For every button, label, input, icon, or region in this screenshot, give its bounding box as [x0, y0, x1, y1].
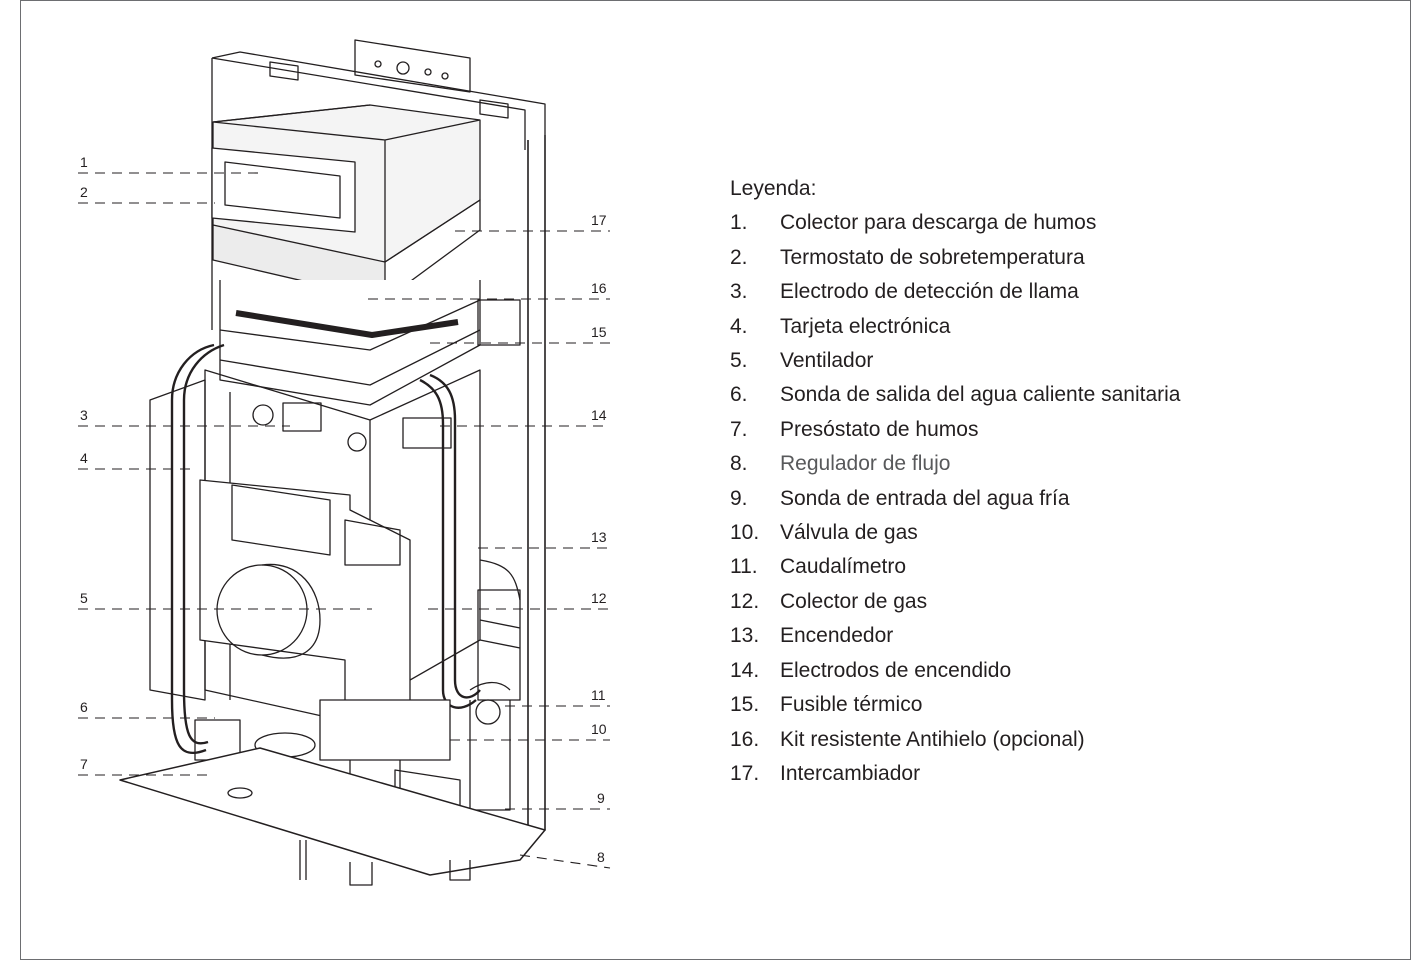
legend-item: 11. Caudalímetro: [730, 550, 1390, 584]
legend-item-number: 12.: [730, 589, 760, 613]
legend-item-number: 7.: [730, 417, 748, 441]
legend-item-text: Encendedor: [780, 624, 894, 648]
bottom-tray: [119, 747, 546, 876]
legend-item-number: 1.: [730, 211, 748, 235]
legend-item-number: 6.: [730, 383, 748, 407]
legend-item-text: Termostato de sobretemperatura: [780, 245, 1085, 269]
callout-14: 14: [591, 407, 607, 423]
callout-15: 15: [591, 324, 607, 340]
legend-item-text: Caudalímetro: [780, 555, 907, 579]
legend-item-number: 2.: [730, 245, 748, 269]
legend-item: 17. Intercambiador: [730, 757, 1390, 791]
legend-item: 7. Presóstato de humos: [730, 413, 1390, 447]
legend-item: 1. Colector para descarga de humos: [730, 206, 1390, 240]
legend-item-number: 5.: [730, 349, 748, 373]
legend-item: 6. Sonda de salida del agua caliente sani…: [730, 378, 1390, 412]
legend-item-number: 13.: [730, 624, 760, 648]
legend-item: 5. Ventilador: [730, 344, 1390, 378]
legend-item-text: Sonda de entrada del agua fría: [780, 486, 1070, 510]
legend-item-number: 17.: [730, 761, 760, 785]
legend-title: Leyenda:: [730, 177, 817, 200]
callout-11: 11: [591, 687, 606, 703]
legend-item: 15. Fusible térmico: [730, 688, 1390, 722]
legend-item-number: 9.: [730, 486, 748, 510]
legend-item-text: Fusible térmico: [780, 693, 923, 717]
legend-item-text: Sonda de salida del agua caliente sanita…: [780, 383, 1181, 407]
legend-item-text: Electrodos de encendido: [780, 658, 1012, 682]
callout-6: 6: [80, 699, 88, 715]
callout-4: 4: [80, 450, 88, 466]
legend-item-text: Intercambiador: [780, 761, 921, 785]
legend-item: 4. Tarjeta electrónica: [730, 310, 1390, 344]
callout-13: 13: [591, 529, 607, 545]
mounting-bracket: [354, 39, 471, 93]
legend-item-text: Electrodo de detección de llama: [780, 280, 1079, 304]
legend-item-number: 10.: [730, 521, 760, 545]
callout-8: 8: [597, 849, 605, 865]
legend-item-text: Válvula de gas: [780, 521, 918, 545]
legend-item-number: 3.: [730, 280, 748, 304]
callout-17: 17: [591, 212, 607, 228]
boiler-illustration: [119, 39, 546, 886]
callout-1: 1: [80, 154, 88, 170]
legend-item: 13. Encendedor: [730, 619, 1390, 653]
callout-2: 2: [80, 184, 88, 200]
legend-item-text: Regulador de flujo: [780, 452, 951, 476]
callout-10: 10: [591, 721, 607, 737]
legend-item-number: 8.: [730, 452, 748, 476]
callout-lines: [78, 172, 611, 869]
callout-9: 9: [597, 790, 605, 806]
legend-item-text: Presóstato de humos: [780, 417, 979, 441]
callout-7: 7: [80, 756, 88, 772]
legend-item: 3. Electrodo de detección de llama: [730, 275, 1390, 309]
callout-16: 16: [591, 280, 607, 296]
legend-item: 10. Válvula de gas: [730, 516, 1390, 550]
legend-item-number: 15.: [730, 693, 760, 717]
legend-item-number: 4.: [730, 314, 748, 338]
legend-item: 9. Sonda de entrada del agua fría: [730, 482, 1390, 516]
legend-item: 2. Termostato de sobretemperatura: [730, 241, 1390, 275]
callout-labels: 1 2 3 4 5 6 7 17 16 15 14 13 12 11 10 9 …: [80, 154, 607, 865]
legend-item-text: Colector para descarga de humos: [780, 211, 1097, 235]
legend-item-number: 16.: [730, 727, 760, 751]
legend-item: 12. Colector de gas: [730, 585, 1390, 619]
callout-12: 12: [591, 590, 607, 606]
legend-item-text: Colector de gas: [780, 589, 928, 613]
callout-3: 3: [80, 407, 88, 423]
legend: Leyenda: 1. Colector para descarga de hum…: [730, 172, 1390, 791]
legend-item-number: 14.: [730, 658, 760, 682]
legend-item: 16. Kit resistente Antihielo (opcional): [730, 723, 1390, 757]
legend-item-number: 11.: [730, 555, 758, 579]
legend-list: 1. Colector para descarga de humos 2. Termo…: [730, 206, 1390, 791]
legend-item-text: Tarjeta electrónica: [780, 314, 951, 338]
callout-5: 5: [80, 590, 88, 606]
legend-item-text: Ventilador: [780, 349, 874, 373]
legend-item: 14. Electrodos de encendido: [730, 654, 1390, 688]
right-side-panel: [527, 135, 546, 836]
legend-item: 8. Regulador de flujo: [730, 447, 1390, 481]
legend-item-text: Kit resistente Antihielo (opcional): [780, 727, 1085, 751]
flue-collector: [211, 147, 356, 233]
